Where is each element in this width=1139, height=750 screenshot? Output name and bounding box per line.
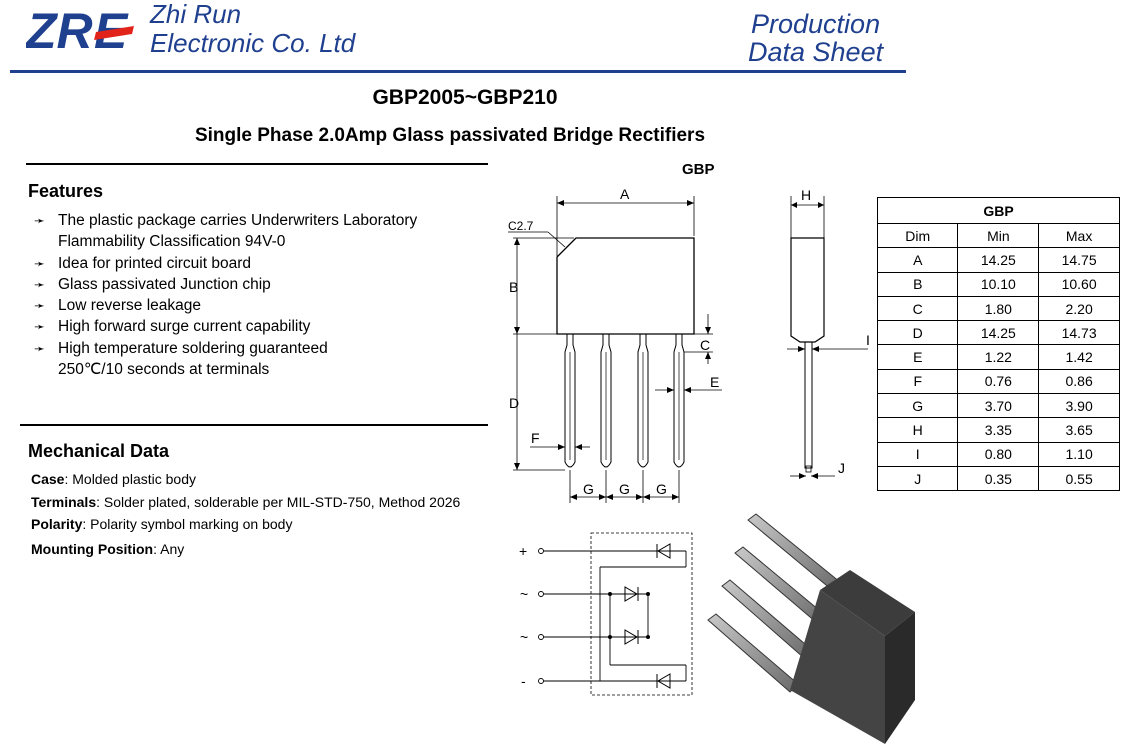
features-heading: Features — [28, 181, 104, 201]
mechanical-heading: Mechanical Data — [28, 441, 170, 461]
table-header-row: Dim Min Max — [876, 222, 1120, 249]
dim-label-c: C — [700, 337, 710, 353]
mechanical-row-case: Case: Molded plastic body — [31, 471, 196, 487]
package-label: GBP — [682, 161, 715, 178]
package-3d-image — [707, 513, 915, 744]
mechanical-divider — [20, 424, 488, 426]
sheet-type-line2: Data Sheet — [748, 37, 884, 67]
mechanical-row-terminals: Terminals: Solder plated, solderable per… — [31, 493, 461, 510]
svg-text:ZR: ZR — [26, 4, 93, 52]
company-name-line2: Electronic Co. Ltd — [150, 28, 356, 58]
arrow-bullet-icon: ➛ — [34, 276, 45, 292]
sheet-type: Production Data Sheet — [748, 10, 883, 66]
arrow-bullet-icon: ➛ — [34, 298, 45, 314]
feature-item: ➛The plastic package carries Underwriter… — [34, 212, 418, 251]
dim-label-i: I — [866, 332, 870, 348]
dim-label-a: A — [620, 186, 630, 202]
arrow-bullet-icon: ➛ — [34, 255, 45, 271]
dim-label-j: J — [838, 460, 845, 476]
feature-item: ➛Low reverse leakage — [34, 295, 474, 316]
dim-label-d: D — [509, 395, 519, 411]
sheet-type-line1: Production — [751, 9, 881, 39]
dim-label-b: B — [509, 279, 518, 295]
company-logo: ZR E — [26, 4, 134, 52]
terminal-minus-label: - — [521, 673, 526, 689]
features-divider — [26, 163, 488, 165]
terminal-ac1-label: ~ — [520, 586, 528, 602]
dim-label-e: E — [710, 374, 719, 390]
header-divider — [10, 70, 906, 73]
feature-item: ➛High forward surge current capability — [34, 316, 474, 337]
dimension-table-title: GBP — [877, 197, 1120, 224]
part-number-title: GBP2005~GBP210 — [372, 86, 558, 109]
table-header-cell: Min — [957, 222, 1040, 249]
table-header-cell: Dim — [876, 222, 959, 249]
arrow-bullet-icon: ➛ — [34, 340, 45, 356]
mechanical-row-polarity: Polarity: Polarity symbol marking on bod… — [31, 516, 293, 532]
terminal-ac2-label: ~ — [520, 629, 528, 645]
product-subtitle: Single Phase 2.0Amp Glass passivated Bri… — [194, 125, 706, 146]
mechanical-row-mounting: Mounting Position: Any — [31, 540, 185, 557]
table-header-cell: Max — [1038, 222, 1120, 249]
dim-label-chamfer: C2.7 — [508, 219, 534, 233]
feature-item: ➛Glass passivated Junction chip — [34, 274, 474, 295]
company-name-line1: Zhi Run — [150, 0, 242, 29]
mechanical-data-list: Case: Molded plastic body Terminals: Sol… — [31, 468, 460, 560]
company-name: Zhi Run Electronic Co. Ltd — [150, 0, 355, 58]
arrow-bullet-icon: ➛ — [34, 213, 45, 228]
dim-label-f: F — [531, 430, 540, 446]
bridge-circuit-diagram: + ~ ~ - — [519, 532, 693, 696]
features-list: ➛The plastic package carries Underwriter… — [34, 210, 474, 380]
package-outline-drawing: C2.7 A B C E D F — [508, 186, 870, 503]
dim-label-g: G — [583, 481, 594, 497]
feature-item: ➛Idea for printed circuit board — [34, 253, 474, 274]
dim-label-g: G — [656, 481, 667, 497]
arrow-bullet-icon: ➛ — [34, 319, 45, 335]
dim-label-g: G — [619, 481, 630, 497]
terminal-plus-label: + — [519, 543, 527, 559]
dim-label-h: H — [801, 187, 811, 203]
